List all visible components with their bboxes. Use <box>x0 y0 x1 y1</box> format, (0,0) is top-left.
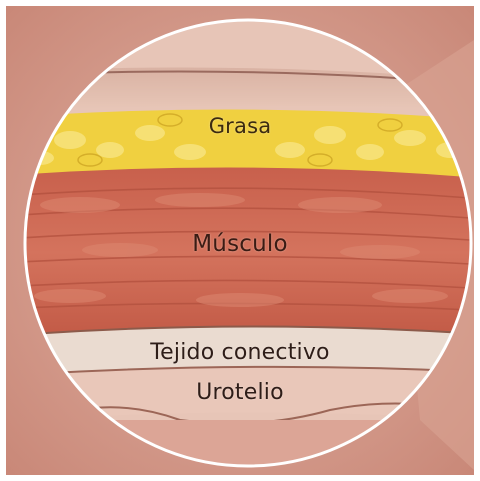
muscle-label: Músculo <box>0 231 480 257</box>
fat-label: Grasa <box>0 114 480 138</box>
urothelium-label: Urotelio <box>0 380 480 405</box>
connective-tissue-label: Tejido conectivo <box>0 340 480 365</box>
